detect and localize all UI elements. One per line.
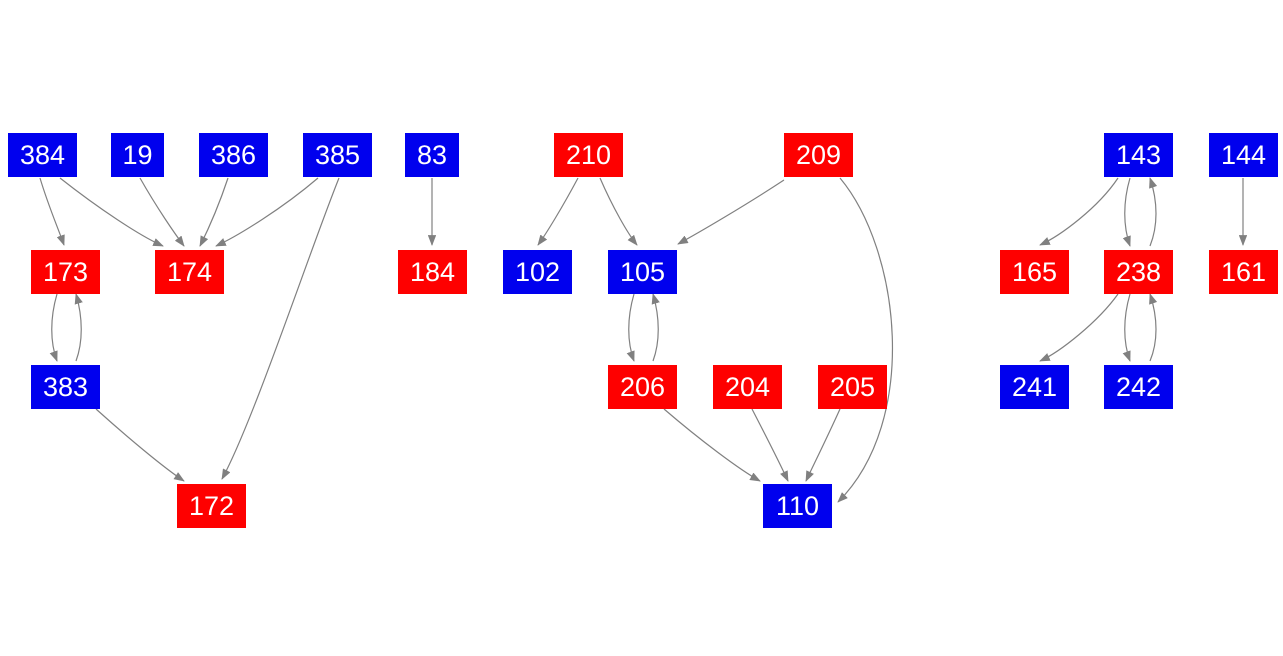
graph-node-label: 19: [122, 139, 153, 170]
graph-node-label: 172: [188, 490, 235, 521]
graph-node-label: 242: [1115, 371, 1162, 402]
graph-edge-210-to-102: [537, 177, 579, 246]
graph-edge-242-to-238: [1149, 293, 1158, 362]
graph-edge-384-to-173: [39, 177, 65, 246]
graph-node-173[interactable]: 173: [31, 250, 100, 294]
graph-node-385[interactable]: 385: [303, 133, 372, 177]
graph-edge-205-to-110: [805, 408, 841, 482]
edges-group: [39, 177, 1248, 503]
graph-node-110[interactable]: 110: [763, 484, 832, 528]
graph-edge-209-to-105: [677, 179, 785, 245]
graph-node-label: 385: [314, 139, 361, 170]
graph-node-144[interactable]: 144: [1209, 133, 1278, 177]
graph-edge-384-to-174: [59, 177, 164, 247]
graph-node-label: 384: [19, 139, 66, 170]
graph-node-label: 241: [1011, 371, 1058, 402]
graph-node-label: 204: [724, 371, 771, 402]
graph-edge-204-to-110: [751, 408, 789, 482]
graph-node-label: 105: [619, 256, 666, 287]
graph-node-143[interactable]: 143: [1104, 133, 1173, 177]
graph-edge-383-to-173: [74, 293, 83, 362]
graph-node-205[interactable]: 205: [818, 365, 887, 409]
graph-node-label: 383: [42, 371, 89, 402]
graph-node-label: 173: [42, 256, 89, 287]
graph-node-label: 210: [565, 139, 612, 170]
graph-edge-105-to-206: [626, 293, 635, 362]
graph-node-242[interactable]: 242: [1104, 365, 1173, 409]
graph-node-label: 205: [829, 371, 876, 402]
graph-node-label: 143: [1115, 139, 1162, 170]
graph-node-161[interactable]: 161: [1209, 250, 1278, 294]
graph-edge-206-to-105: [651, 293, 660, 362]
graph-edge-238-to-241: [1039, 293, 1119, 362]
graph-node-label: 174: [166, 256, 213, 287]
graph-node-210[interactable]: 210: [554, 133, 623, 177]
graph-edge-385-to-174: [215, 177, 319, 247]
graph-node-label: 386: [210, 139, 257, 170]
graph-node-209[interactable]: 209: [784, 133, 853, 177]
graph-edge-238-to-242: [1122, 293, 1131, 362]
graph-node-label: 110: [775, 490, 820, 521]
graph-node-19[interactable]: 19: [111, 133, 164, 177]
graph-edge-386-to-174: [199, 177, 229, 247]
graph-edge-383-to-172: [95, 408, 185, 482]
graph-node-label: 238: [1115, 256, 1162, 287]
graph-edge-210-to-105: [599, 177, 638, 246]
graph-node-165[interactable]: 165: [1000, 250, 1069, 294]
graph-node-label: 206: [619, 371, 666, 402]
graph-edge-143-to-238: [1122, 177, 1131, 247]
graph-node-172[interactable]: 172: [177, 484, 246, 528]
graph-edge-209-to-110: [837, 177, 893, 503]
graph-node-label: 102: [514, 256, 561, 287]
graph-node-102[interactable]: 102: [503, 250, 572, 294]
graph-node-174[interactable]: 174: [155, 250, 224, 294]
graph-edge-206-to-110: [663, 408, 761, 482]
graph-edge-19-to-174: [139, 177, 185, 247]
graph-node-label: 184: [409, 256, 456, 287]
graph-node-105[interactable]: 105: [608, 250, 677, 294]
graph-node-label: 144: [1220, 139, 1267, 170]
graph-node-label: 161: [1220, 256, 1267, 287]
graph-node-238[interactable]: 238: [1104, 250, 1173, 294]
graph-node-206[interactable]: 206: [608, 365, 677, 409]
graph-node-241[interactable]: 241: [1000, 365, 1069, 409]
graph-node-184[interactable]: 184: [398, 250, 467, 294]
graph-edge-143-to-165: [1039, 177, 1119, 246]
graph-node-83[interactable]: 83: [405, 133, 459, 177]
graph-node-label: 83: [416, 139, 448, 170]
graph-edge-173-to-383: [49, 293, 58, 362]
graph-node-384[interactable]: 384: [8, 133, 77, 177]
graph-node-label: 165: [1011, 256, 1058, 287]
graph-node-386[interactable]: 386: [199, 133, 268, 177]
graph-node-204[interactable]: 204: [713, 365, 782, 409]
graph-edge-238-to-143: [1149, 177, 1158, 247]
graph-node-383[interactable]: 383: [31, 365, 100, 409]
graph-node-label: 209: [795, 139, 842, 170]
graph-edge-385-to-172: [221, 177, 340, 480]
